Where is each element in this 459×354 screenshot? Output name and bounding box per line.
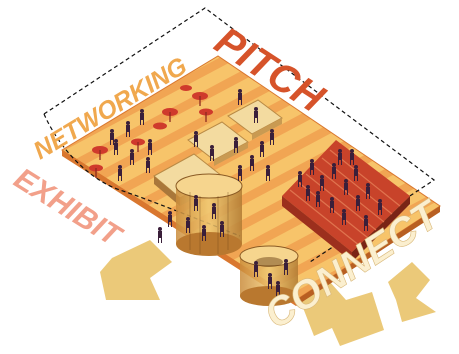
- person-icon: [158, 227, 162, 243]
- cylinder-booth-icon: [176, 174, 242, 256]
- arrow-icon: [388, 262, 436, 322]
